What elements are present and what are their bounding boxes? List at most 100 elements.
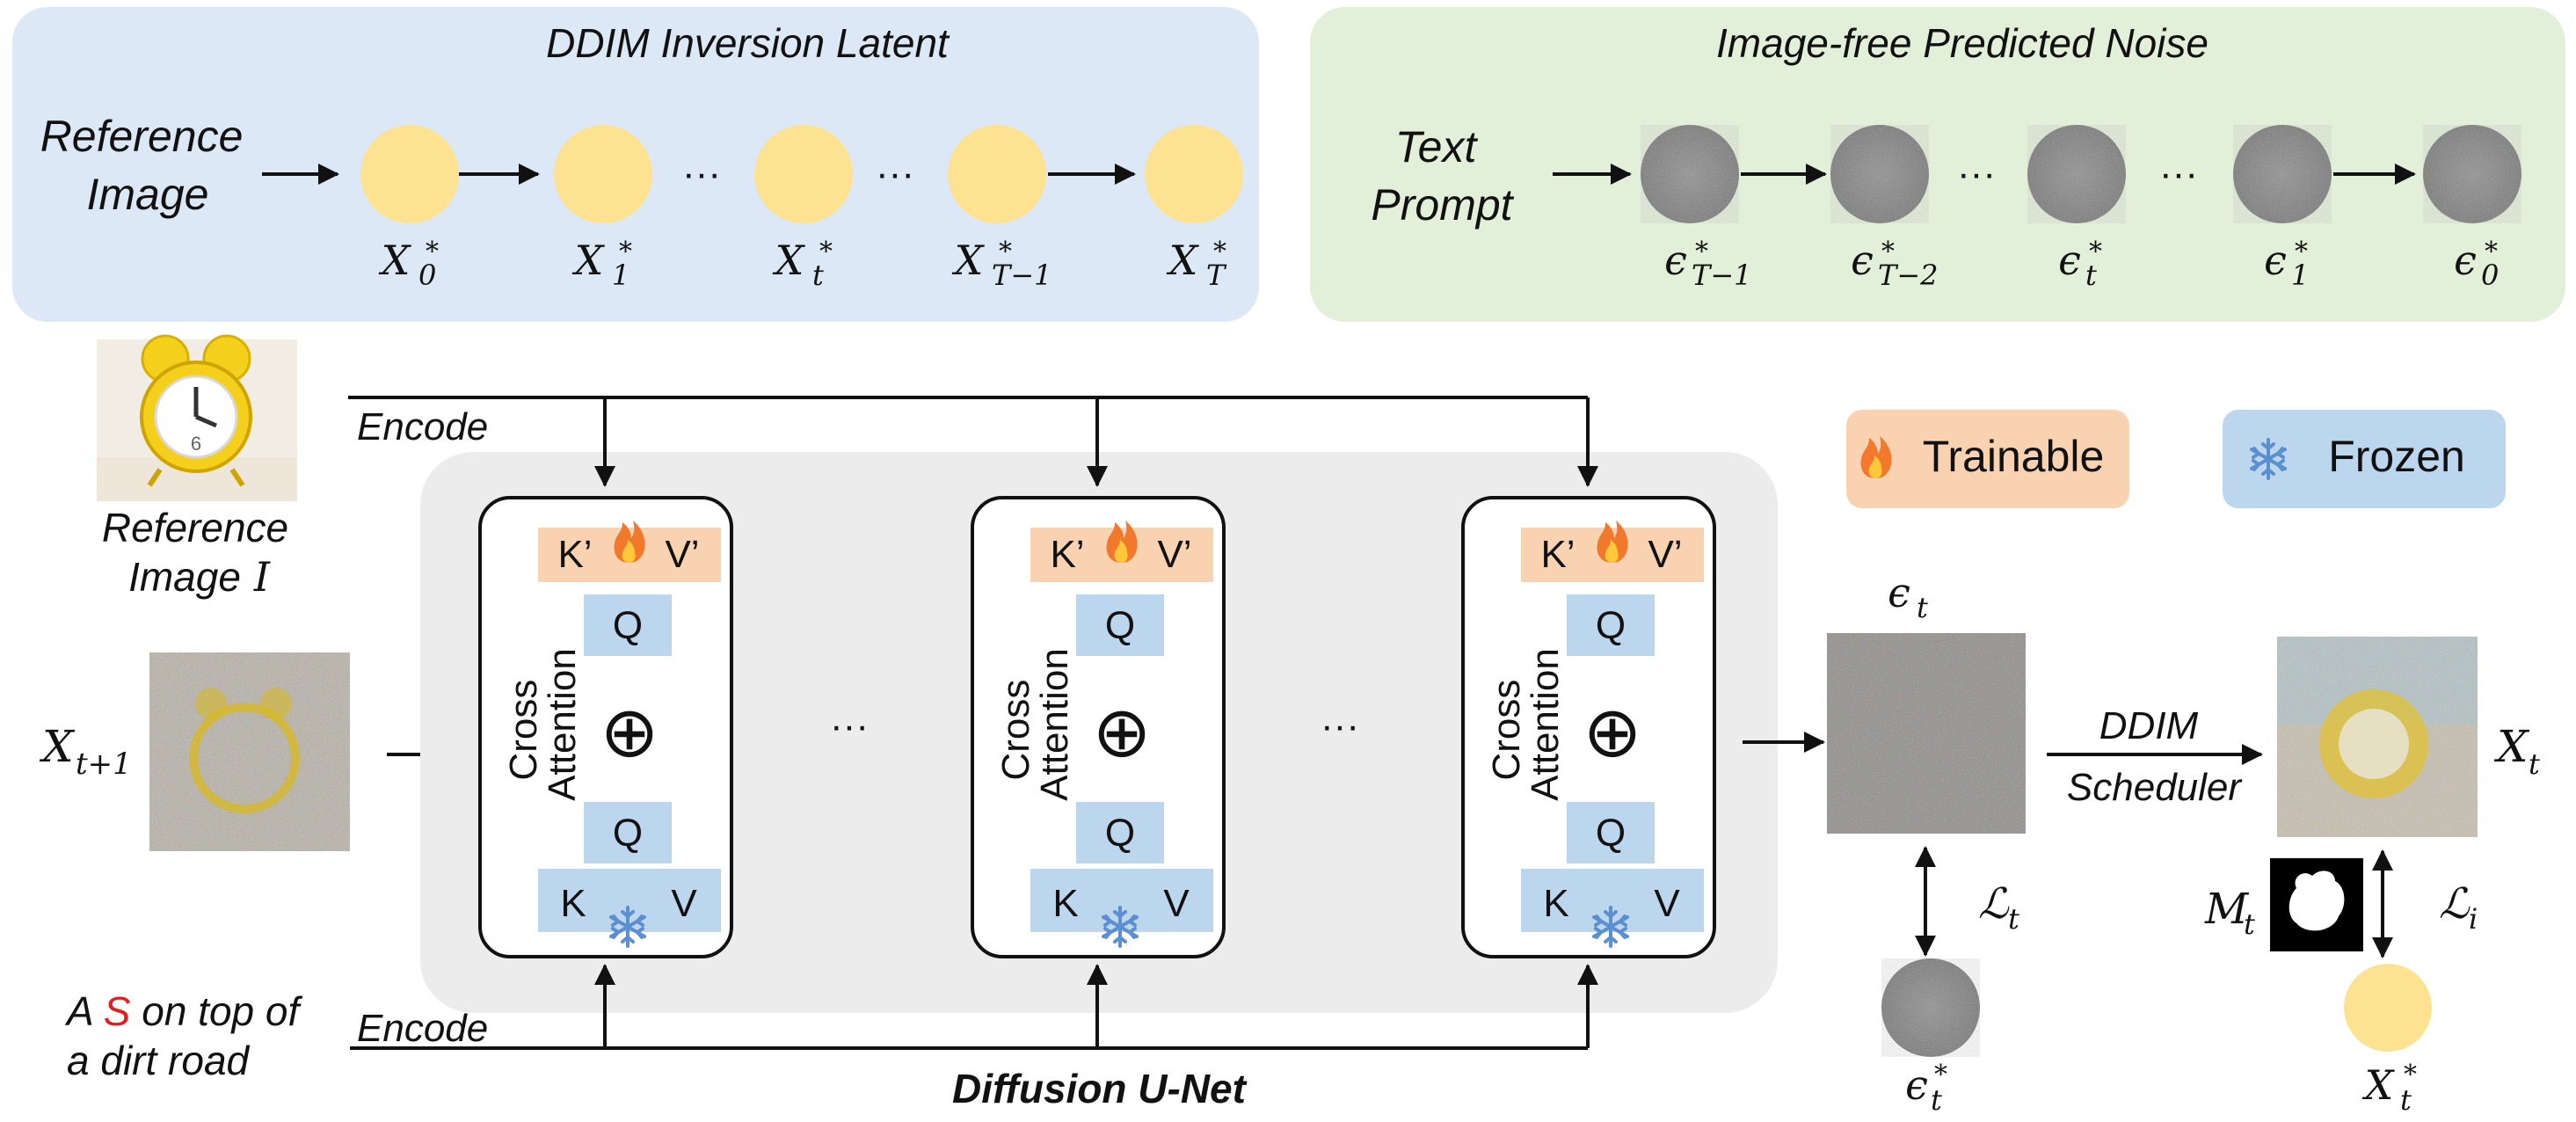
- svg-text:*: *: [2089, 237, 2102, 267]
- svg-text:1: 1: [612, 259, 629, 292]
- svg-text:*: *: [1881, 237, 1895, 267]
- plus-icon: ⊕: [600, 693, 659, 771]
- svg-text:Q: Q: [1105, 604, 1135, 647]
- svg-text:K: K: [1052, 882, 1078, 925]
- latent-node-x0: X * 0: [360, 125, 459, 292]
- legend-frozen: Frozen: [2223, 410, 2506, 508]
- svg-text:X: X: [379, 237, 412, 284]
- xt-symbol: X: [2493, 721, 2530, 772]
- encode-top-label: Encode: [357, 405, 488, 448]
- eps-star-sub: t: [1931, 1083, 1942, 1117]
- svg-text:t: t: [2085, 259, 2097, 292]
- eps-t-subscript: t: [1917, 591, 1928, 624]
- xt-star-sub: t: [2400, 1083, 2412, 1117]
- mask-image: [2270, 858, 2363, 951]
- svg-text:Q: Q: [1105, 812, 1135, 855]
- svg-text:T: T: [1206, 259, 1227, 292]
- svg-text:t: t: [812, 259, 824, 292]
- svg-text:Frozen: Frozen: [2328, 432, 2465, 481]
- ellipsis: ···: [682, 152, 721, 195]
- reference-image-label-line2: Image: [128, 554, 241, 600]
- svg-text:6: 6: [191, 433, 201, 455]
- latent-node-x1: X * 1: [554, 125, 652, 292]
- svg-text:*: *: [999, 237, 1012, 267]
- svg-text:Q: Q: [613, 812, 643, 855]
- svg-text:ϵ: ϵ: [1664, 237, 1687, 284]
- plus-icon: ⊕: [1583, 693, 1641, 771]
- denoised-output-image: [2277, 637, 2478, 837]
- ellipsis: ···: [876, 152, 914, 195]
- prompt-text-line2: a dirt road: [67, 1038, 251, 1083]
- cross-attention-label: Cross Attention: [1485, 648, 1567, 801]
- cross-attention-label: Cross Attention: [502, 648, 584, 801]
- scheduler-label-line2: Scheduler: [2067, 766, 2243, 809]
- svg-text:Q: Q: [613, 604, 643, 647]
- prompt-token: S: [104, 988, 131, 1034]
- svg-text:K: K: [560, 882, 586, 925]
- svg-text:*: *: [819, 237, 833, 267]
- svg-text:X: X: [952, 237, 986, 284]
- svg-text:X: X: [773, 237, 806, 284]
- svg-text:ϵ: ϵ: [2058, 237, 2081, 284]
- cross-attention-label: Cross Attention: [994, 648, 1076, 801]
- scheduler-label-line1: DDIM: [2099, 704, 2199, 747]
- label-line1: Reference: [40, 112, 244, 161]
- xt-star-sup: *: [2404, 1060, 2417, 1090]
- svg-text:Q: Q: [1596, 604, 1626, 647]
- svg-text:*: *: [2485, 237, 2498, 267]
- reference-image-thumbnail: 6: [97, 334, 297, 501]
- predicted-noise-panel: Image-free Predicted Noise Text Prompt ϵ…: [1310, 7, 2565, 322]
- ddim-inversion-panel: DDIM Inversion Latent Reference Image X …: [12, 7, 1259, 322]
- reference-image-label: Reference Image: [40, 112, 256, 219]
- reference-image-symbol: I: [253, 553, 271, 601]
- ellipsis: ···: [1321, 704, 1359, 747]
- prompt-text-line1: A S on top of: [64, 988, 302, 1034]
- noise-node-T-2: ϵ * T−2: [1830, 125, 1939, 292]
- ellipsis: ···: [1957, 152, 1996, 195]
- label-line2: Image: [87, 170, 209, 219]
- mask-symbol: M: [2204, 885, 2250, 934]
- input-symbol: X: [39, 721, 76, 772]
- unet-label: Diffusion U-Net: [952, 1066, 1248, 1111]
- svg-text:T−1: T−1: [1692, 259, 1752, 292]
- reference-image-label: Reference: [102, 505, 288, 550]
- svg-text:Trainable: Trainable: [1923, 432, 2105, 481]
- svg-text:K: K: [1543, 882, 1568, 925]
- panel-title: DDIM Inversion Latent: [546, 20, 950, 66]
- svg-text:*: *: [2295, 237, 2308, 267]
- panel-title: Image-free Predicted Noise: [1716, 20, 2209, 66]
- xt-subscript: t: [2529, 747, 2540, 781]
- svg-text:Q: Q: [1596, 812, 1626, 855]
- encode-bottom-label: Encode: [357, 1007, 488, 1050]
- eps-star-symbol: ϵ: [1905, 1061, 1928, 1109]
- eps-t-symbol: ϵ: [1888, 569, 1910, 616]
- attention-block-2: K’ V’ Q ⊕ Q K V Cross Attention: [971, 496, 1226, 958]
- plus-icon: ⊕: [1092, 693, 1151, 771]
- noisy-input-image: [149, 652, 350, 851]
- legend: Trainable Frozen: [1846, 410, 2506, 508]
- svg-text:*: *: [1695, 237, 1708, 267]
- noise-node-t: ϵ * t: [2027, 125, 2126, 292]
- loss-i-subscript: i: [2469, 902, 2478, 936]
- svg-text:*: *: [1213, 237, 1226, 267]
- svg-text:K’: K’: [1050, 533, 1084, 576]
- svg-text:T−1: T−1: [992, 259, 1052, 292]
- svg-text:T−2: T−2: [1878, 259, 1939, 292]
- svg-text:ϵ: ϵ: [2264, 237, 2287, 284]
- svg-text:V: V: [671, 882, 697, 925]
- svg-text:V: V: [1654, 882, 1680, 925]
- svg-text:V: V: [1163, 882, 1190, 925]
- loss-t-symbol: ℒ: [1978, 879, 2010, 929]
- predicted-noise-image: [1827, 633, 2026, 834]
- target-noise-node: [1881, 958, 1980, 1057]
- attention-block-1: K’ V’ Q ⊕ Q K V Cross Attention: [478, 496, 733, 958]
- legend-trainable: Trainable: [1846, 410, 2129, 508]
- text-prompt-label: Text Prompt: [1371, 122, 1514, 230]
- noise-node-0: ϵ * 0: [2423, 125, 2521, 292]
- input-subscript: t+1: [76, 747, 132, 782]
- latent-node-xT: X * T: [1145, 125, 1243, 292]
- svg-text:1: 1: [2291, 259, 2309, 292]
- svg-text:ϵ: ϵ: [1851, 237, 1874, 284]
- target-latent-node: [2344, 964, 2432, 1052]
